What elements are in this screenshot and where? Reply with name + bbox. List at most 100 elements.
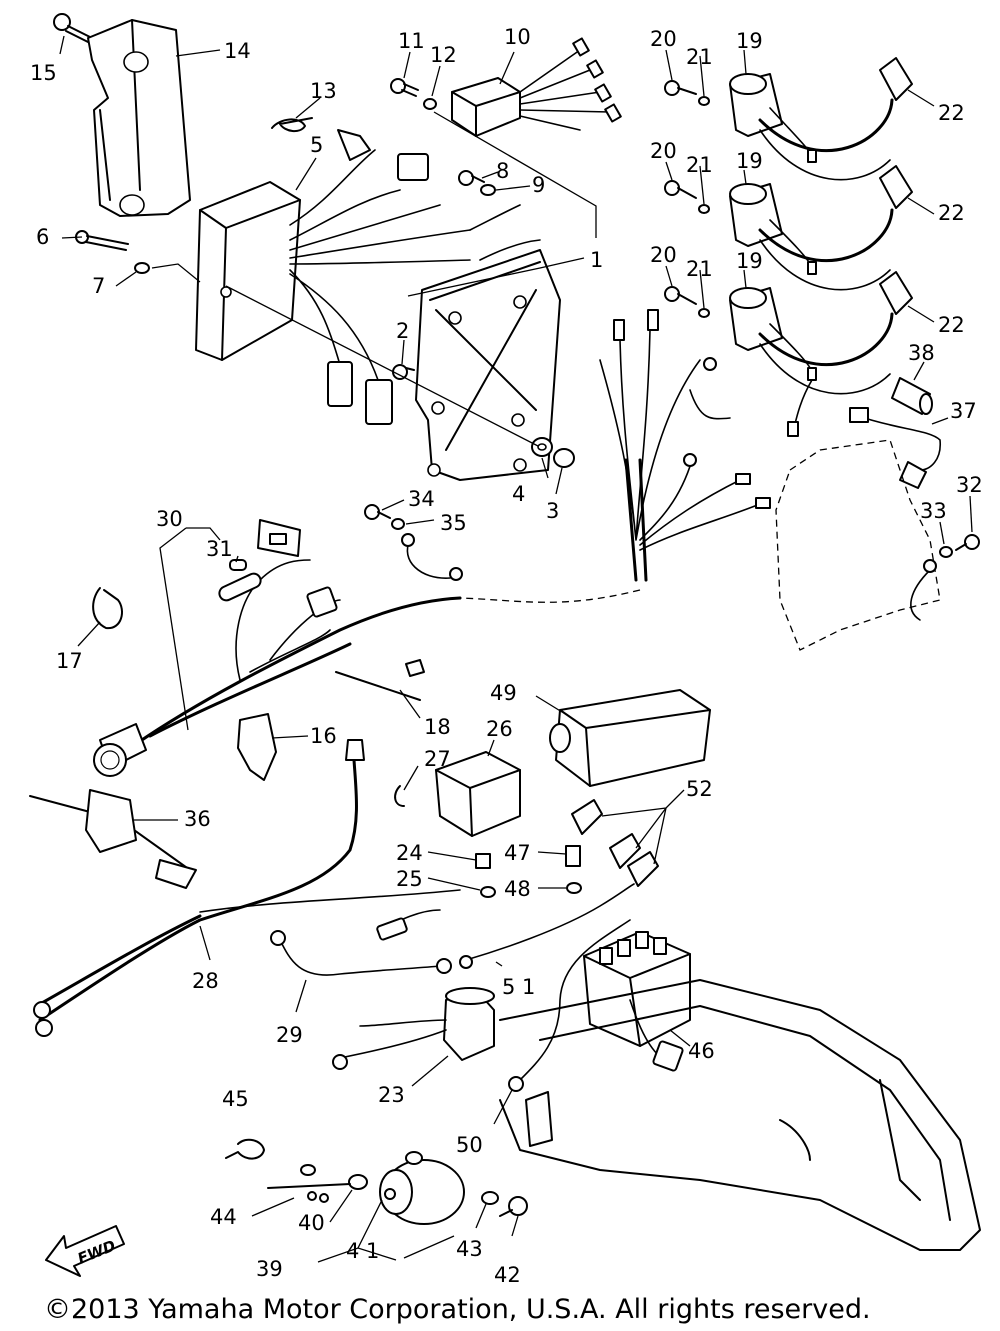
callout-45: 45 [222, 1087, 249, 1111]
ignition-coil-set-middle [664, 165, 913, 291]
washer-9 [480, 184, 496, 196]
callout-21b: 21 [686, 153, 713, 177]
callout-33: 33 [920, 499, 947, 523]
callout-48: 48 [504, 877, 531, 901]
bolt-6 [75, 230, 129, 251]
callout-27: 27 [424, 747, 451, 771]
forward-arrow-icon: FWD [45, 1225, 125, 1277]
harness-30 [93, 519, 462, 777]
callout-37: 37 [950, 399, 977, 423]
callout-49: 49 [490, 681, 517, 705]
callout-3: 3 [546, 499, 559, 523]
clip-27 [394, 785, 405, 807]
callout-39: 39 [256, 1257, 283, 1281]
battery-cable-28 [33, 739, 461, 1037]
callout-46: 46 [688, 1039, 715, 1063]
clip-13 [271, 117, 313, 132]
callout-35: 35 [440, 511, 467, 535]
callout-34: 34 [408, 487, 435, 511]
wire-bundle-center [459, 309, 771, 603]
callout-52: 52 [686, 777, 713, 801]
leader-lines [59, 35, 973, 1263]
bolt-15 [53, 13, 93, 44]
bolt-24 [475, 853, 491, 869]
callout-29: 29 [276, 1023, 303, 1047]
bolt-47 [565, 845, 581, 867]
callout-8: 8 [496, 159, 509, 183]
callout-23: 23 [378, 1083, 405, 1107]
terminal-cap-52 [571, 799, 659, 887]
washer-12 [423, 98, 437, 110]
lead-50 [508, 919, 631, 1092]
starter-relay-23 [332, 987, 495, 1070]
callout-18: 18 [424, 715, 451, 739]
callout-5: 5 [310, 133, 323, 157]
clip-45 [225, 1138, 265, 1160]
washer-35 [391, 518, 405, 530]
callout-10: 10 [504, 25, 531, 49]
callout-42: 42 [494, 1263, 521, 1287]
callout-36: 36 [184, 807, 211, 831]
callout-2: 2 [396, 319, 409, 343]
relay-block-46 [583, 931, 691, 1072]
callout-30: 30 [156, 507, 183, 531]
bolt-42 [499, 1196, 528, 1217]
callout-44: 44 [210, 1205, 237, 1229]
bolt-32 [955, 534, 980, 551]
holder-16 [237, 713, 277, 781]
rectifier-10 [451, 37, 622, 137]
callout-19a: 19 [736, 29, 763, 53]
battery-cable-29 [270, 930, 452, 976]
grommet-4 [531, 437, 553, 457]
callout-13: 13 [310, 79, 337, 103]
callout-28: 28 [192, 969, 219, 993]
callout-9: 9 [532, 173, 545, 197]
sensor-37 [849, 407, 941, 489]
callout-16: 16 [310, 724, 337, 748]
washer-44 [300, 1164, 316, 1176]
switch-39 [379, 1151, 465, 1225]
cable-tie-18 [335, 659, 425, 701]
callout-21c: 21 [686, 257, 713, 281]
bolt-11 [390, 78, 419, 97]
callout-labels: 1 2 3 4 5 6 7 8 9 10 11 12 13 14 15 16 1… [30, 25, 983, 1287]
callout-24: 24 [396, 841, 423, 865]
washer-48 [566, 882, 582, 894]
cover-49 [549, 689, 711, 787]
ignition-coil-set-lower [664, 271, 913, 437]
callout-15: 15 [30, 61, 57, 85]
callout-20c: 20 [650, 243, 677, 267]
callout-38: 38 [908, 341, 935, 365]
pin-40 [267, 1174, 368, 1203]
callout-19b: 19 [736, 149, 763, 173]
cover-14 [87, 19, 191, 217]
washer-25 [480, 886, 496, 898]
ignition-coil-set-upper [664, 57, 913, 181]
callout-17: 17 [56, 649, 83, 673]
callout-21a: 21 [686, 45, 713, 69]
washer-33 [939, 546, 953, 558]
fuse-holder-31 [229, 559, 247, 571]
callout-50: 50 [456, 1133, 483, 1157]
bottom-cowling [499, 979, 981, 1251]
callout-19c: 19 [736, 249, 763, 273]
callout-6: 6 [36, 225, 49, 249]
callout-43: 43 [456, 1237, 483, 1261]
copyright-notice: ©2013 Yamaha Motor Corporation, U.S.A. A… [44, 1294, 871, 1325]
bracket-36 [29, 789, 197, 889]
callout-7: 7 [92, 274, 105, 298]
callout-26: 26 [486, 717, 513, 741]
callout-32: 32 [956, 473, 983, 497]
bolt-34 [364, 504, 391, 520]
collar-3 [553, 448, 575, 468]
callout-47: 47 [504, 841, 531, 865]
cdi-unit-5 [195, 129, 471, 425]
callout-25: 25 [396, 867, 423, 891]
fuse-38 [891, 377, 933, 415]
lead-51 [459, 883, 635, 969]
callout-22c: 22 [938, 313, 965, 337]
callout-12: 12 [430, 43, 457, 67]
callout-14: 14 [224, 39, 251, 63]
callout-1: 1 [590, 248, 603, 272]
